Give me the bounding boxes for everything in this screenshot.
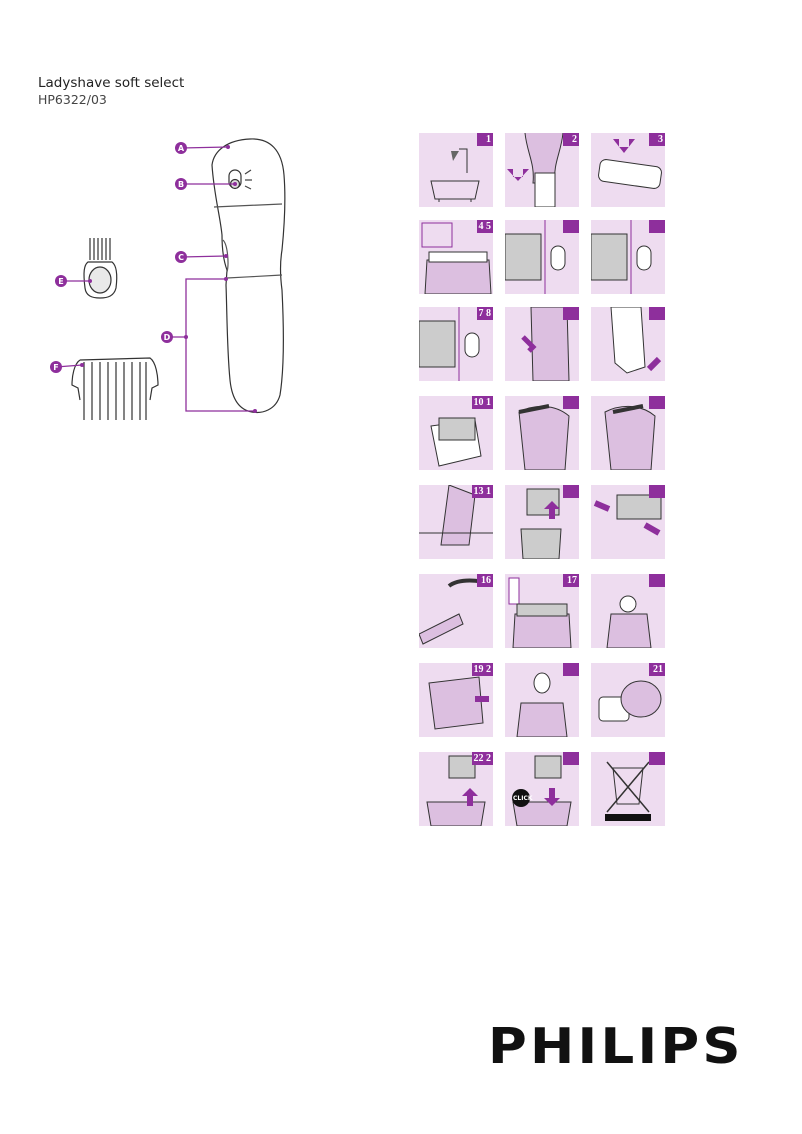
step-drawing (598, 139, 662, 189)
step-drawing (428, 676, 489, 730)
svg-text:D: D (164, 333, 171, 342)
step-number: 4 5 (476, 220, 493, 233)
svg-text:A: A (178, 144, 185, 153)
step-drawing (593, 494, 662, 536)
step-drawing (426, 755, 486, 826)
step-number (563, 752, 579, 765)
step-illustration-9 (591, 307, 665, 381)
step-number: 17 (563, 574, 579, 587)
step-illustration-13: 13 1 (419, 485, 493, 559)
step-drawing (508, 577, 572, 648)
step-drawing (419, 307, 480, 381)
step-drawing (598, 680, 662, 722)
step-number: 13 1 (471, 485, 493, 498)
callout-e: E (55, 275, 67, 287)
step-number (649, 396, 665, 409)
svg-text:F: F (53, 363, 58, 372)
step-drawing (606, 595, 652, 648)
step-number (563, 485, 579, 498)
click-label: CLICK (513, 795, 533, 802)
step-number: 21 (649, 663, 665, 676)
step-number (563, 220, 579, 233)
step-illustration-8 (505, 307, 579, 381)
step-drawing (591, 220, 652, 294)
step-number: 1 (477, 133, 493, 146)
step-drawing (516, 672, 568, 737)
step-illustration-10: 10 1 (419, 396, 493, 470)
step-drawing (419, 485, 493, 546)
step-number: 7 8 (476, 307, 493, 320)
step-drawing (520, 488, 562, 559)
philips-logo: PHILIPS (488, 1018, 744, 1075)
step-illustration-7: 7 8 (419, 307, 493, 381)
comb-attachment (71, 357, 159, 420)
step-number: 3 (649, 133, 665, 146)
product-parts-diagram: A B C D E F (50, 138, 286, 420)
step-drawing (518, 404, 570, 470)
step-number (563, 307, 579, 320)
step-illustration-11 (505, 396, 579, 470)
step-drawing (430, 148, 480, 202)
step-illustration-24 (591, 752, 665, 826)
step-illustration-5 (505, 220, 579, 294)
step-illustration-6 (591, 220, 665, 294)
step-number: 10 1 (471, 396, 493, 409)
step-drawing (507, 133, 564, 207)
shaver-body (211, 138, 286, 414)
model-number: HP6322/03 (38, 92, 107, 107)
step-drawing (610, 307, 662, 374)
step-illustration-20 (505, 663, 579, 737)
step-illustration-14 (505, 485, 579, 559)
step-illustration-16: 16 (419, 574, 493, 648)
step-number (649, 220, 665, 233)
step-illustration-21: 21 (591, 663, 665, 737)
step-number (649, 752, 665, 765)
step-number: 16 (477, 574, 493, 587)
callout-b: B (175, 178, 187, 190)
step-number: 19 2 (471, 663, 493, 676)
step-drawing (605, 761, 651, 821)
cleaning-brush (83, 238, 118, 299)
step-illustration-2: 2 (505, 133, 579, 207)
step-illustration-19: 19 2 (419, 663, 493, 737)
svg-text:B: B (178, 180, 184, 189)
step-illustration-1: 1 (419, 133, 493, 207)
callout-d: D (161, 331, 173, 343)
step-number (563, 663, 579, 676)
step-illustration-23: CLICK (505, 752, 579, 826)
step-illustration-15 (591, 485, 665, 559)
step-drawing (430, 417, 482, 467)
step-drawing (421, 222, 492, 294)
step-number (563, 396, 579, 409)
step-number (649, 307, 665, 320)
step-number (649, 485, 665, 498)
product-title: Ladyshave soft select (38, 75, 185, 91)
step-illustration-4: 4 5 (419, 220, 493, 294)
svg-text:E: E (58, 277, 63, 286)
step-illustration-18 (591, 574, 665, 648)
step-illustration-12 (591, 396, 665, 470)
step-number (649, 574, 665, 587)
step-drawing (505, 220, 566, 294)
svg-text:C: C (178, 253, 184, 262)
step-drawing (604, 404, 656, 470)
callout-a: A (175, 142, 187, 154)
step-drawing: CLICK (512, 755, 572, 826)
step-drawing (521, 307, 570, 381)
step-number: 22 2 (471, 752, 493, 765)
step-illustration-17: 17 (505, 574, 579, 648)
callout-c: C (175, 251, 187, 263)
step-illustration-22: 22 2 (419, 752, 493, 826)
step-number: 2 (563, 133, 579, 146)
step-illustration-3: 3 (591, 133, 665, 207)
callout-f: F (50, 361, 62, 373)
